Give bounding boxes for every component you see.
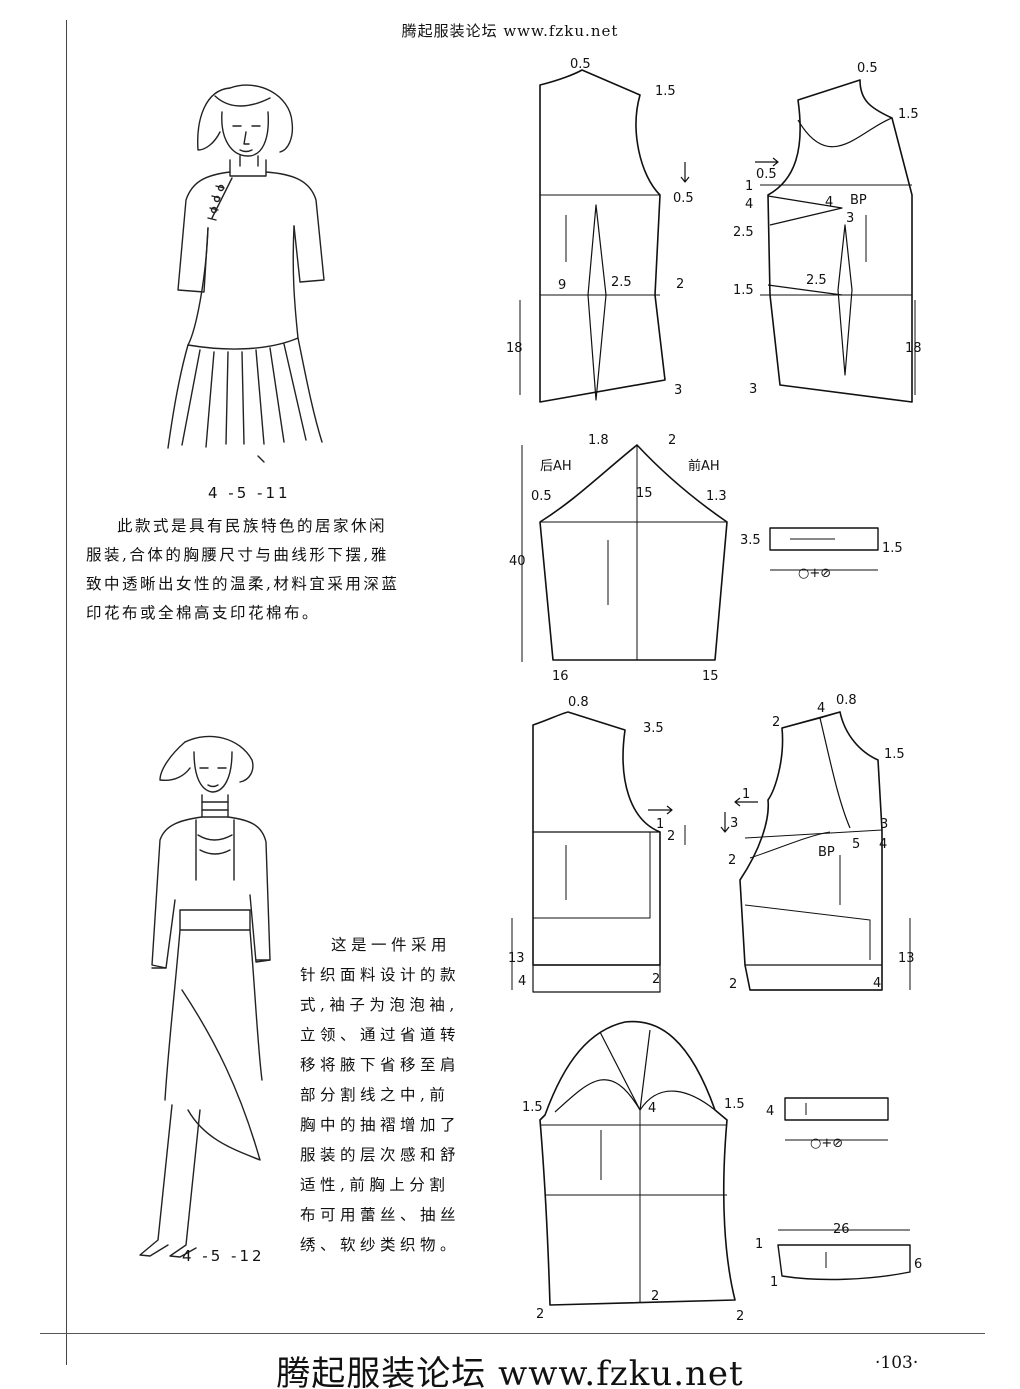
measure-label: 0.5 bbox=[570, 57, 591, 72]
description-4-5-12: 这是一件采用 针织面料设计的款 式,袖子为泡泡袖, 立领、通过省道转 移将腋下省… bbox=[300, 930, 465, 1260]
margin-line bbox=[66, 20, 67, 1365]
measure-label: 2 bbox=[668, 433, 676, 448]
measure-label: 2 bbox=[772, 715, 780, 730]
description-line: 布可用蕾丝、抽丝 bbox=[300, 1206, 461, 1224]
measure-label: 0.8 bbox=[568, 695, 589, 710]
measure-label: 15 bbox=[636, 486, 653, 501]
measure-label: 26 bbox=[833, 1222, 850, 1237]
description-line: 这是一件采用 bbox=[331, 936, 452, 954]
measure-label: 1.5 bbox=[724, 1097, 745, 1112]
sleeve-label: 后AH bbox=[540, 459, 572, 474]
measure-label: 16 bbox=[552, 669, 569, 684]
measure-label: ○+⊘ bbox=[810, 1136, 843, 1151]
measure-label: 13 bbox=[508, 951, 525, 966]
description-line: 胸中的抽褶增加了 bbox=[300, 1116, 461, 1134]
measure-label: 1.8 bbox=[588, 433, 609, 448]
measure-label: 4 bbox=[873, 976, 881, 991]
measure-label: 40 bbox=[509, 554, 526, 569]
measure-label: 3 bbox=[674, 383, 682, 398]
measure-label: 3 bbox=[730, 816, 738, 831]
measure-label: 4 bbox=[518, 974, 526, 989]
measure-label: 4 bbox=[648, 1101, 656, 1116]
measure-label: 3 bbox=[880, 817, 888, 832]
measure-label: 2 bbox=[736, 1309, 744, 1324]
measure-label: 1.3 bbox=[706, 489, 727, 504]
measure-label: 3 bbox=[749, 382, 757, 397]
description-line: 服装的层次感和舒 bbox=[300, 1146, 461, 1164]
figure-caption-4-5-12: 4 -5 -12 bbox=[182, 1247, 265, 1265]
figure-caption-4-5-11: 4 -5 -11 bbox=[208, 484, 291, 502]
description-line: 部分割线之中,前 bbox=[300, 1086, 450, 1104]
measure-label: 1 bbox=[656, 817, 664, 832]
measure-label: 1.5 bbox=[884, 747, 905, 762]
measure-label: 18 bbox=[905, 341, 922, 356]
measure-label: 3.5 bbox=[643, 721, 664, 736]
description-line: 服装,合体的胸腰尺寸与曲线形下摆,雅 bbox=[86, 546, 389, 564]
measure-label: 1 bbox=[745, 179, 753, 194]
measure-label: 5 bbox=[852, 837, 860, 852]
measure-label: 2 bbox=[652, 972, 660, 987]
measure-label: 0.5 bbox=[531, 489, 552, 504]
measure-label: 2 bbox=[536, 1307, 544, 1322]
header-watermark: 腾起服装论坛 www.fzku.net bbox=[401, 22, 619, 40]
measure-label: ○+⊘ bbox=[798, 566, 831, 581]
measure-label: 9 bbox=[558, 278, 566, 293]
measure-label: 1.5 bbox=[655, 84, 676, 99]
bp-label: BP bbox=[850, 193, 867, 208]
measure-label: 6 bbox=[914, 1257, 922, 1272]
measure-label: 2.5 bbox=[611, 275, 632, 290]
measure-label: 4 bbox=[879, 837, 887, 852]
description-line: 移将腋下省移至肩 bbox=[300, 1056, 461, 1074]
measure-label: 0.8 bbox=[836, 693, 857, 708]
sleeve-label: 前AH bbox=[688, 458, 720, 474]
measure-label: 13 bbox=[898, 951, 915, 966]
description-line: 适性,前胸上分割 bbox=[300, 1176, 450, 1194]
description-line: 式,袖子为泡泡袖, bbox=[300, 996, 459, 1014]
measure-label: 4 bbox=[766, 1104, 774, 1119]
description-line: 针织面料设计的款 bbox=[300, 966, 461, 984]
measure-label: 3 bbox=[846, 211, 854, 226]
measure-label: 0.5 bbox=[673, 191, 694, 206]
measure-label: 3.5 bbox=[740, 533, 761, 548]
bottom-rule bbox=[40, 1333, 985, 1334]
measure-label: 1.5 bbox=[733, 283, 754, 298]
measure-label: 2.5 bbox=[733, 225, 754, 240]
measure-label: 1 bbox=[755, 1237, 763, 1252]
measure-label: 18 bbox=[506, 341, 523, 356]
measure-label: 2 bbox=[651, 1289, 659, 1304]
measure-label: 4 bbox=[817, 701, 825, 716]
measure-label: 2 bbox=[667, 829, 675, 844]
footer-watermark: 腾起服装论坛 www.fzku.net bbox=[276, 1354, 744, 1389]
measure-label: 2 bbox=[676, 277, 684, 292]
description-line: 立领、通过省道转 bbox=[300, 1026, 461, 1044]
description-line: 绣、软纱类织物。 bbox=[300, 1236, 461, 1254]
measure-label: 1.5 bbox=[522, 1100, 543, 1115]
description-line: 致中透晰出女性的温柔,材料宜采用深蓝 bbox=[86, 575, 400, 593]
measure-label: 15 bbox=[702, 669, 719, 684]
measure-label: 1.5 bbox=[882, 541, 903, 556]
measure-label: 1 bbox=[770, 1275, 778, 1290]
bp-label: BP bbox=[818, 845, 835, 860]
description-line: 此款式是具有民族特色的居家休闲 bbox=[117, 517, 388, 535]
measure-label: 0.5 bbox=[756, 167, 777, 182]
measure-label: 1 bbox=[742, 787, 750, 802]
measure-label: 2 bbox=[729, 977, 737, 992]
measure-label: 4 bbox=[825, 195, 833, 210]
description-line: 印花布或全棉高支印花棉布。 bbox=[86, 604, 321, 622]
measure-label: 4 bbox=[745, 197, 753, 212]
measure-label: 2 bbox=[728, 853, 736, 868]
measure-label: 2.5 bbox=[806, 273, 827, 288]
page-number: ·103· bbox=[875, 1353, 919, 1373]
description-4-5-11: 此款式是具有民族特色的居家休闲 服装,合体的胸腰尺寸与曲线形下摆,雅 致中透晰出… bbox=[86, 512, 426, 628]
measure-label: 1.5 bbox=[898, 107, 919, 122]
measure-label: 0.5 bbox=[857, 61, 878, 76]
